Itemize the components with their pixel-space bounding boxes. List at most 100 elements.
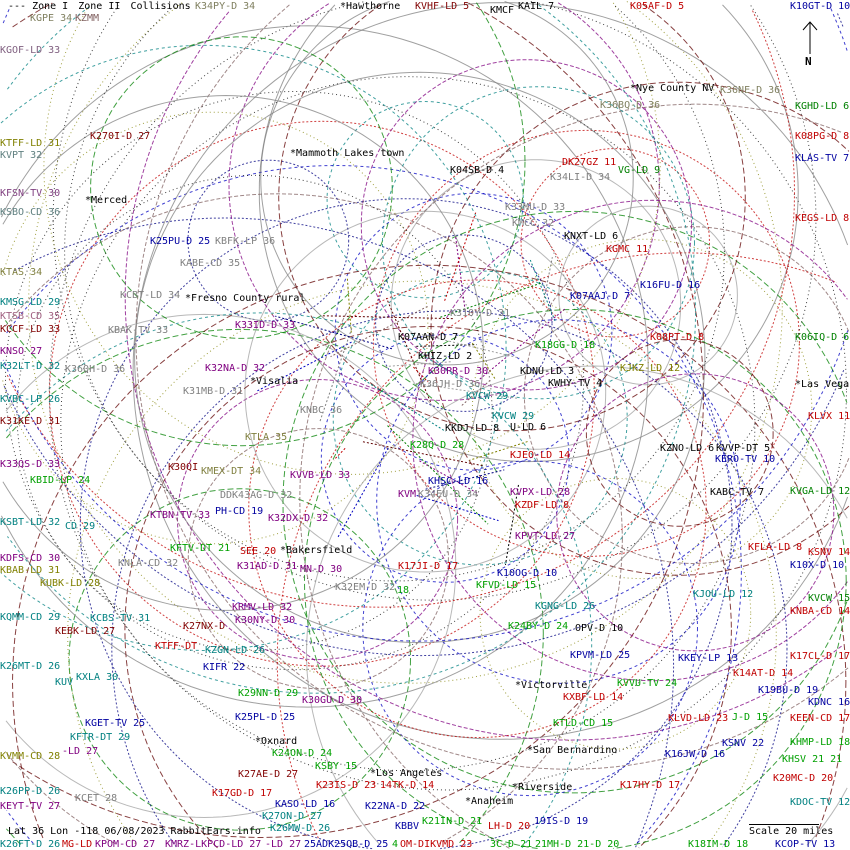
station-label[interactable]: K270I-D 27 — [90, 131, 151, 142]
station-label[interactable]: KBFK-LP 36 — [215, 236, 276, 247]
station-label[interactable]: K32DX-D 32 — [268, 513, 329, 524]
station-label[interactable]: KGHD-LD 6 — [795, 101, 850, 112]
station-label[interactable]: OPV-D 10 — [575, 623, 624, 634]
station-label[interactable]: KGNG-LD 26 — [535, 601, 596, 612]
station-label[interactable]: KWHY-TV 4 — [548, 378, 603, 389]
station-label[interactable]: KMEX-DT 34 — [201, 466, 262, 477]
station-label[interactable]: KDNC 16 — [808, 697, 850, 708]
station-label[interactable]: KVVB-LD 33 — [290, 470, 351, 481]
station-label[interactable]: VG-LD 9 — [618, 165, 661, 176]
station-label[interactable]: K19BU-D 19 — [758, 685, 819, 696]
station-label[interactable]: K06IQ-D 6 — [795, 332, 850, 343]
station-label[interactable]: K08PT-D 8 — [650, 332, 705, 343]
station-label[interactable]: KSBY 15 — [315, 761, 358, 772]
station-label[interactable]: K08PG-D 8 — [795, 131, 850, 142]
station-label[interactable]: KLAS-TV 7 — [795, 153, 850, 164]
station-label[interactable]: KLVX 11 — [808, 411, 850, 422]
station-label[interactable]: KVMM-CD 28 — [0, 751, 61, 762]
station-label[interactable]: KCET 28 — [75, 793, 118, 804]
station-label[interactable]: KNBA-CD 14 — [790, 606, 850, 617]
station-label[interactable]: K17HY-D 17 — [620, 780, 681, 791]
station-label[interactable]: K25PU-D 25 — [150, 236, 211, 247]
station-label[interactable]: KUV — [55, 677, 74, 688]
station-label[interactable]: KJKZ-LD 12 — [620, 363, 681, 374]
station-label[interactable]: KCOP-TV 13 — [775, 839, 836, 850]
station-label[interactable]: K21IN-D 21 — [422, 816, 483, 827]
station-label[interactable]: KQMM-CD 29 — [0, 612, 61, 623]
station-label[interactable]: K26PP-D 26 — [0, 786, 61, 797]
station-label[interactable]: KGMC 11 — [606, 244, 649, 255]
station-label[interactable]: K36QH-D 36 — [65, 364, 126, 375]
station-label[interactable]: KTLA 35 — [245, 432, 288, 443]
station-label[interactable]: K31MB-D 31 — [183, 386, 244, 397]
station-label[interactable]: KEYT-TV 27 — [0, 801, 61, 812]
station-label[interactable]: KNBC 36 — [300, 405, 343, 416]
station-label[interactable]: 19IS-D 19 — [534, 816, 589, 827]
station-label[interactable]: 4 — [392, 839, 399, 850]
station-label[interactable]: K24ON-D 24 — [272, 748, 333, 759]
station-label[interactable]: KKDJ-LD 8 — [445, 423, 500, 434]
station-label[interactable]: KEGS-LD 8 — [795, 213, 850, 224]
station-label[interactable]: 14TK-D 14 — [380, 780, 435, 791]
station-label[interactable]: KSNV 14 — [808, 547, 850, 558]
station-label[interactable]: 3C-D 21 — [490, 839, 533, 850]
station-label[interactable]: K23IS-D 23 — [316, 780, 377, 791]
station-label[interactable]: K10GT-D 10 — [790, 1, 850, 12]
station-label[interactable]: KFTR-DT 29 — [70, 732, 131, 743]
station-label[interactable]: K05AF-D 5 — [630, 1, 685, 12]
station-label[interactable]: MN-D 30 — [300, 564, 343, 575]
station-label[interactable]: KSNV 22 — [722, 738, 765, 749]
station-label[interactable]: 18 — [397, 585, 410, 596]
station-label[interactable]: KEEN-CD 17 — [790, 713, 850, 724]
station-label[interactable]: KVCW 29 — [492, 411, 535, 422]
station-label[interactable]: KNXT-LD 6 — [564, 231, 619, 242]
station-label[interactable]: K10OG-D 10 — [497, 568, 558, 579]
station-label[interactable]: KMRZ-LKPCD-LD 27 — [165, 839, 262, 850]
station-label[interactable]: K25PL-D 25 — [235, 712, 296, 723]
station-label[interactable]: K30NY-D 30 — [235, 615, 296, 626]
station-label[interactable]: K27NX-D — [183, 621, 226, 632]
station-label[interactable]: KHIZ-LD 2 — [418, 351, 473, 362]
station-label[interactable]: K07AAJ-D 7 — [570, 291, 631, 302]
station-label[interactable]: K16JW-D 16 — [665, 749, 726, 760]
station-label[interactable]: K36JH-D 36 — [420, 379, 481, 390]
station-label[interactable]: KGPE 34 — [30, 13, 73, 24]
station-label[interactable]: KHSV 21 21 — [782, 754, 843, 765]
station-label[interactable]: K28Q-D 28 — [410, 440, 465, 451]
station-label[interactable]: K36BQ-D 36 — [600, 100, 661, 111]
station-label[interactable]: K26MT-D 26 — [0, 661, 61, 672]
station-label[interactable]: CD 29 — [65, 521, 96, 532]
station-label[interactable]: K33QS-D 33 — [0, 459, 61, 470]
station-label[interactable]: KVHF-LD 5 — [415, 1, 470, 12]
station-label[interactable]: KDOC-TV 12 — [790, 797, 850, 808]
station-label[interactable]: PH-CD 19 — [215, 506, 264, 517]
station-label[interactable]: KVVU-TV 24 — [617, 678, 678, 689]
station-label[interactable]: K34PY-D 34 — [195, 1, 256, 12]
station-label[interactable]: KVVP-DT 5 — [716, 443, 771, 454]
station-label[interactable]: KEBK-LD 27 — [55, 626, 116, 637]
station-label[interactable]: KNSO 27 — [0, 346, 43, 357]
station-label[interactable]: KPVM-LD 25 — [570, 650, 631, 661]
station-label[interactable]: K22NA-D 22 — [365, 801, 426, 812]
station-label[interactable]: KSBO-CD 36 — [0, 207, 61, 218]
station-label[interactable]: KBBV — [395, 821, 420, 832]
station-label[interactable]: KCBT-LD 34 — [120, 290, 181, 301]
station-label[interactable]: K17GD-D 17 — [212, 788, 273, 799]
station-label[interactable]: J-D 15 — [732, 712, 769, 723]
station-label[interactable]: K27AE-D 27 — [238, 769, 299, 780]
station-label[interactable]: KNLA-CD 32 — [118, 558, 179, 569]
station-label[interactable]: KPVT-LD 27 — [515, 531, 576, 542]
station-label[interactable]: KBAK-TV 33 — [108, 325, 169, 336]
station-label[interactable]: KBAB-LD 31 — [0, 565, 61, 576]
station-label[interactable]: KVPT 32 — [0, 150, 43, 161]
station-label[interactable]: KABC-TV 7 — [710, 487, 765, 498]
station-label[interactable]: DK27GZ 11 — [562, 157, 617, 168]
station-label[interactable]: K26MW-D 26 — [270, 823, 331, 834]
station-label[interactable]: KJEO-LD 14 — [510, 450, 571, 461]
station-label[interactable]: K07AAN-D 7 — [398, 332, 459, 343]
station-label[interactable]: KXBF-LD 14 — [563, 692, 624, 703]
station-label[interactable]: KABE-CD 35 — [180, 258, 241, 269]
station-label[interactable]: DDK43AG-D 32 — [220, 490, 293, 501]
station-label[interactable]: KKEY-LP 13 — [678, 653, 739, 664]
